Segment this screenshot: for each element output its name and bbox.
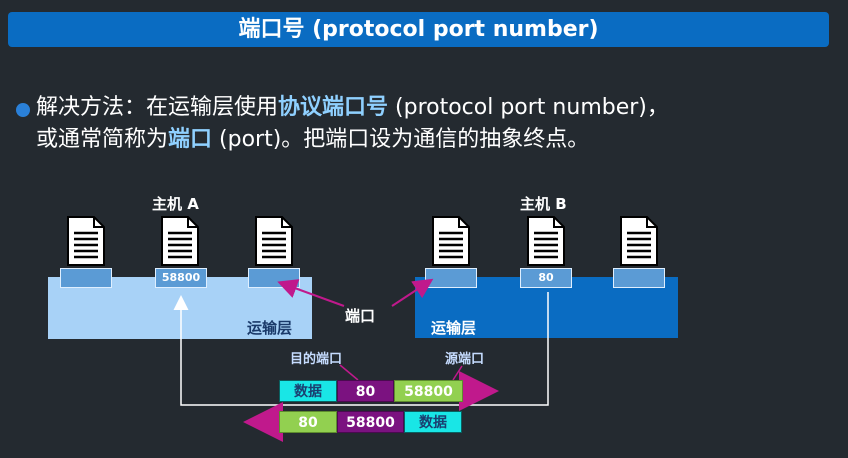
packet-back-dest-port: 80 xyxy=(279,411,337,433)
dest-port-leader xyxy=(339,364,359,381)
line1-highlight: 协议端口号 xyxy=(278,95,389,120)
line2-highlight: 端口 xyxy=(168,127,213,152)
paragraph-line-2: 或通常简称为端口 (port)。把端口设为通信的抽象终点。 xyxy=(36,124,836,156)
host-b-port-1 xyxy=(425,268,477,288)
host-a-label: 主机 A xyxy=(152,195,199,213)
host-b-port-3 xyxy=(613,268,665,288)
line2-text-b: (port)。把端口设为通信的抽象终点。 xyxy=(212,127,590,152)
packet-out-dest-port: 80 xyxy=(337,380,394,402)
document-icon xyxy=(527,216,565,266)
packet-back-src-port: 58800 xyxy=(337,411,404,433)
host-a-port-58800: 58800 xyxy=(155,268,207,288)
host-a-port-1 xyxy=(60,268,112,288)
host-b-layer-label: 运输层 xyxy=(431,319,477,337)
line1-text-a: 解决方法：在运输层使用 xyxy=(36,95,279,120)
line1-text-b: (protocol port number)， xyxy=(388,95,669,120)
document-icon xyxy=(67,216,105,266)
src-port-leader xyxy=(452,365,463,381)
data-path-line xyxy=(173,292,549,406)
bullet-dot xyxy=(16,103,30,117)
packet-out-data: 数据 xyxy=(279,380,337,402)
host-b-port-80: 80 xyxy=(520,268,572,288)
document-icon xyxy=(255,216,293,266)
document-icon xyxy=(432,216,470,266)
paragraph-line-1: 解决方法：在运输层使用协议端口号 (protocol port number)， xyxy=(36,92,836,124)
document-icon xyxy=(161,216,199,266)
port-pointer-arrow-a xyxy=(277,279,345,307)
description-paragraph: 解决方法：在运输层使用协议端口号 (protocol port number)，… xyxy=(36,92,836,156)
port-label: 端口 xyxy=(345,307,376,325)
src-port-annotation: 源端口 xyxy=(445,352,485,367)
port-pointer-arrow-b xyxy=(391,278,434,307)
host-b-label: 主机 B xyxy=(520,195,567,213)
line2-text-a: 或通常简称为 xyxy=(36,127,169,152)
title-bar: 端口号 (protocol port number) xyxy=(8,12,829,47)
document-icon xyxy=(620,216,658,266)
dest-port-annotation: 目的端口 xyxy=(290,352,343,367)
host-a-layer-label: 运输层 xyxy=(246,319,292,337)
packet-out-src-port: 58800 xyxy=(394,380,463,402)
packet-back-data: 数据 xyxy=(404,411,462,433)
slide-title: 端口号 (protocol port number) xyxy=(238,17,599,42)
